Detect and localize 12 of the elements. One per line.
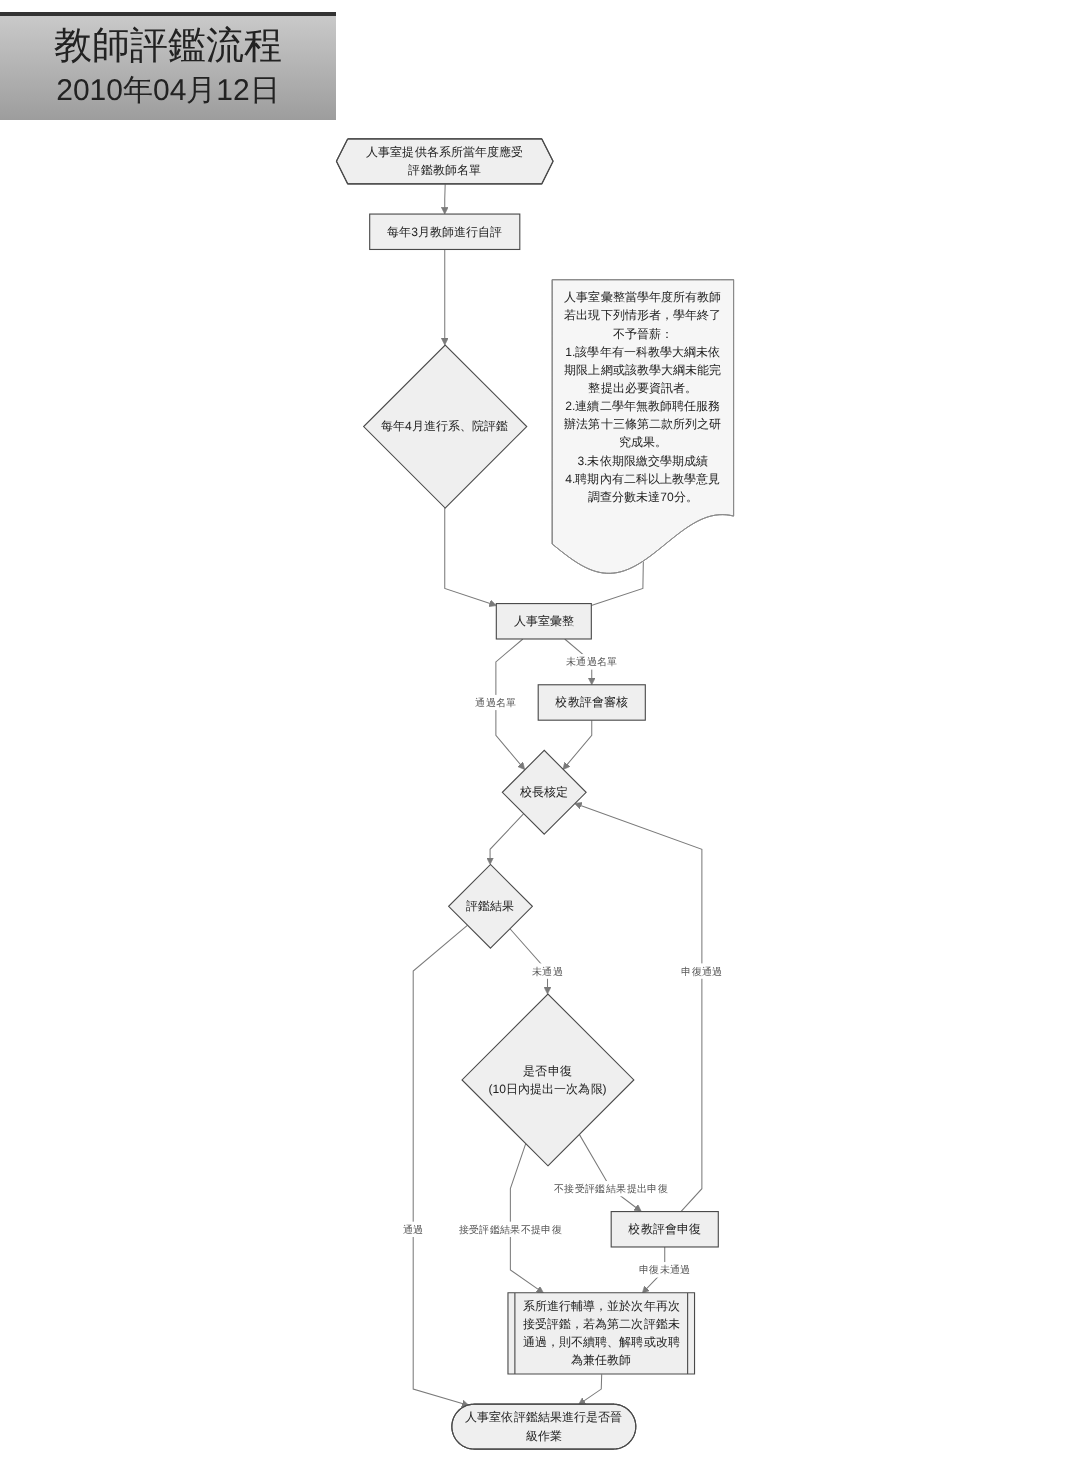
arrow <box>495 638 526 770</box>
arrow <box>440 183 449 215</box>
connector <box>590 561 644 607</box>
arrow <box>440 248 449 346</box>
date-label: 2010年04月12日 <box>54 72 282 110</box>
arrow <box>578 1373 603 1405</box>
arrow <box>486 813 524 865</box>
arrow <box>562 719 593 770</box>
arrow <box>412 924 470 1408</box>
arrow <box>444 507 497 607</box>
arrow <box>509 1143 544 1294</box>
title: 教師評鑑流程 <box>52 24 284 72</box>
